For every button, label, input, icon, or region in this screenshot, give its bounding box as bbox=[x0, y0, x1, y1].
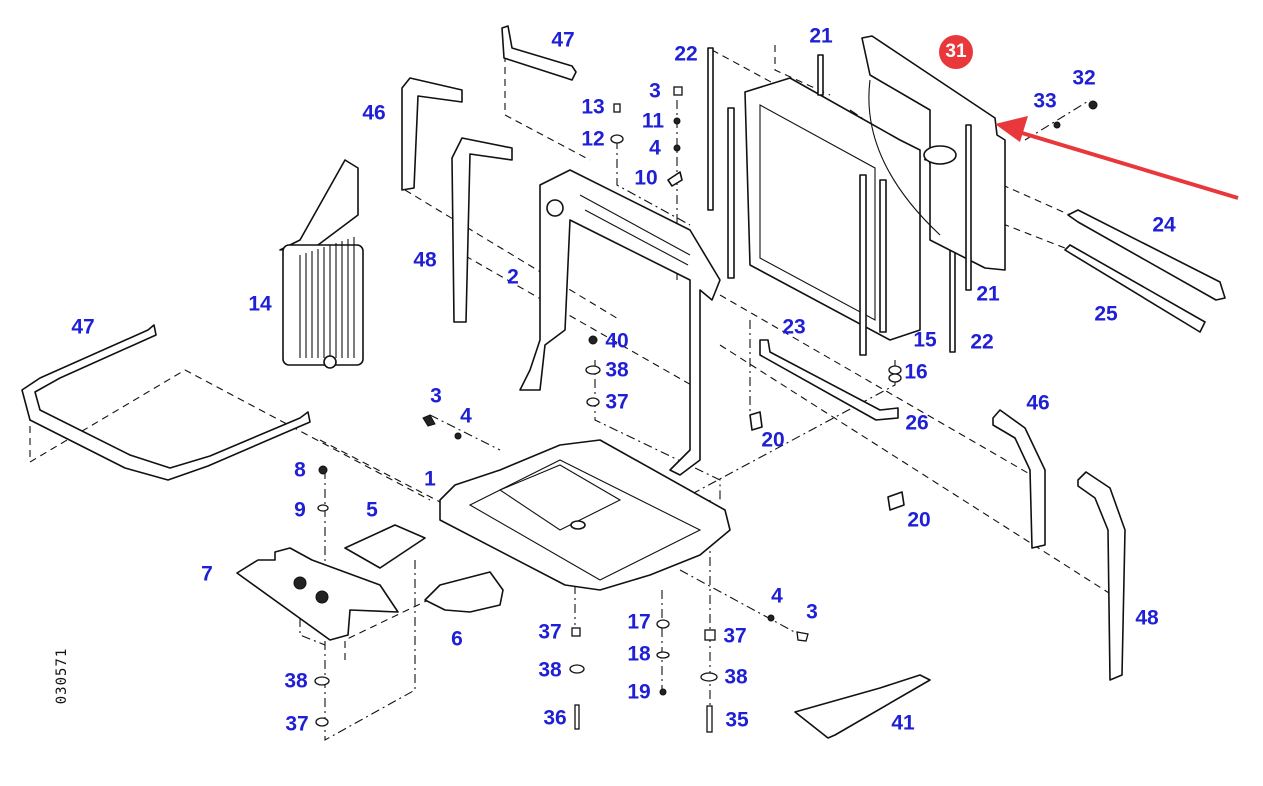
callout-37: 37 bbox=[605, 390, 629, 414]
callout-37: 37 bbox=[538, 620, 562, 644]
callout-38: 38 bbox=[724, 665, 748, 689]
callout-3: 3 bbox=[649, 79, 661, 103]
callout-35: 35 bbox=[725, 708, 749, 732]
part-15-radiator bbox=[727, 77, 921, 356]
part-21-strip-right bbox=[965, 124, 972, 291]
part-7-plate bbox=[236, 547, 399, 641]
callout-24: 24 bbox=[1152, 213, 1176, 237]
document-number: 030571 bbox=[54, 647, 70, 705]
part-26-bar bbox=[759, 339, 899, 421]
callout-6: 6 bbox=[451, 627, 463, 651]
callout-14: 14 bbox=[248, 292, 272, 316]
callout-1: 1 bbox=[424, 467, 436, 491]
callout-38: 38 bbox=[605, 358, 629, 382]
callout-21: 21 bbox=[976, 282, 1000, 306]
callout-4: 4 bbox=[649, 136, 661, 160]
callout-47: 47 bbox=[71, 315, 95, 339]
callout-22: 22 bbox=[674, 42, 698, 66]
callout-17: 17 bbox=[627, 610, 651, 634]
part-47-top bbox=[501, 25, 577, 81]
part-16-mount bbox=[888, 365, 902, 383]
callout-31-highlighted: 31 bbox=[939, 35, 973, 69]
callout-37: 37 bbox=[285, 712, 309, 736]
callout-18: 18 bbox=[627, 642, 651, 666]
callout-48: 48 bbox=[413, 248, 437, 272]
part-21-strip-top bbox=[817, 54, 824, 96]
part-25-strip bbox=[1064, 244, 1206, 333]
callout-7: 7 bbox=[201, 562, 213, 586]
callout-15: 15 bbox=[913, 328, 937, 352]
callout-21: 21 bbox=[809, 24, 833, 48]
callout-40: 40 bbox=[605, 329, 629, 353]
callout-36: 36 bbox=[543, 706, 567, 730]
callout-25: 25 bbox=[1094, 302, 1118, 326]
part-41-bracket bbox=[794, 674, 931, 739]
callout-16: 16 bbox=[904, 360, 928, 384]
callout-32: 32 bbox=[1072, 66, 1096, 90]
part-20-pad-b bbox=[887, 491, 905, 511]
callout-3: 3 bbox=[806, 600, 818, 624]
callout-37: 37 bbox=[723, 624, 747, 648]
part-46-right bbox=[992, 409, 1046, 549]
callout-48: 48 bbox=[1135, 606, 1159, 630]
callout-5: 5 bbox=[366, 498, 378, 522]
callout-20: 20 bbox=[761, 428, 785, 452]
callout-38: 38 bbox=[538, 658, 562, 682]
part-32-screw bbox=[1088, 100, 1098, 110]
part-20-pad-a bbox=[749, 411, 763, 431]
callout-20: 20 bbox=[907, 508, 931, 532]
highlight-arrow bbox=[995, 116, 1239, 200]
callout-46: 46 bbox=[1026, 391, 1050, 415]
callout-10: 10 bbox=[634, 166, 658, 190]
fasteners-lower-left bbox=[314, 465, 330, 727]
callout-41: 41 bbox=[891, 711, 915, 735]
callout-13: 13 bbox=[581, 95, 605, 119]
callout-46: 46 bbox=[362, 101, 386, 125]
callout-33: 33 bbox=[1033, 89, 1057, 113]
callout-26: 26 bbox=[905, 411, 929, 435]
callout-9: 9 bbox=[294, 498, 306, 522]
part-14-oil-cooler bbox=[279, 159, 364, 369]
part-22-strip-top bbox=[707, 47, 714, 211]
part-24-strip bbox=[1067, 209, 1226, 301]
callout-8: 8 bbox=[294, 458, 306, 482]
callout-19: 19 bbox=[627, 680, 651, 704]
part-2-frame bbox=[519, 169, 721, 476]
part-1-base-plate bbox=[439, 439, 731, 591]
part-33-washer bbox=[1053, 121, 1061, 129]
callout-38: 38 bbox=[284, 669, 308, 693]
part-5-plate bbox=[344, 524, 426, 569]
part-48-right bbox=[1077, 471, 1126, 681]
fasteners-lower-center bbox=[569, 614, 809, 733]
callout-47: 47 bbox=[551, 28, 575, 52]
fasteners-top bbox=[610, 86, 683, 187]
callout-22: 22 bbox=[970, 330, 994, 354]
part-48-left bbox=[451, 137, 513, 323]
callout-12: 12 bbox=[581, 127, 605, 151]
fasteners-mid bbox=[422, 335, 601, 440]
callout-3: 3 bbox=[430, 384, 442, 408]
part-6-plate bbox=[424, 571, 504, 613]
callout-2: 2 bbox=[507, 265, 519, 289]
part-47-seal bbox=[21, 324, 311, 481]
callout-4: 4 bbox=[460, 404, 472, 428]
callout-23: 23 bbox=[782, 315, 806, 339]
callout-4: 4 bbox=[771, 584, 783, 608]
part-46-left bbox=[401, 77, 463, 191]
callout-11: 11 bbox=[641, 109, 665, 133]
